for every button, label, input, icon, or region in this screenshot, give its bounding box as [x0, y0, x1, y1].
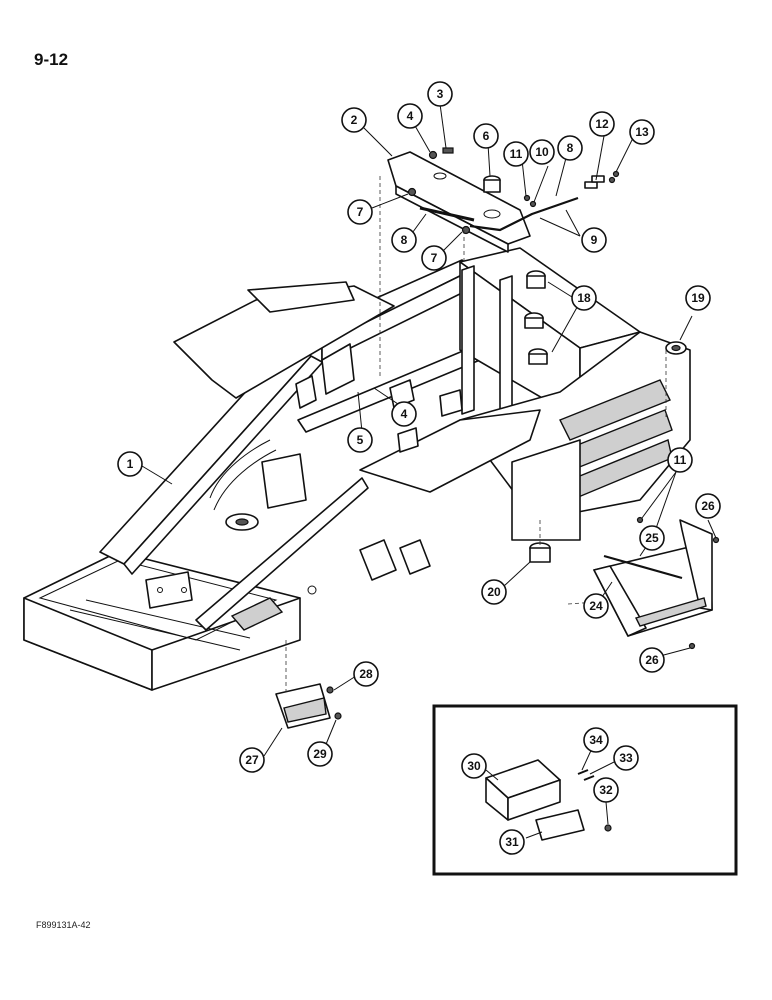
svg-text:7: 7 [357, 205, 364, 219]
callout-2: 2 [341, 107, 367, 133]
svg-text:20: 20 [487, 585, 501, 599]
callout-25: 25 [639, 525, 665, 551]
svg-text:30: 30 [467, 759, 481, 773]
figure-code: F899131A-42 [36, 920, 91, 930]
svg-text:33: 33 [619, 751, 633, 765]
callout-1: 1 [117, 451, 143, 477]
svg-text:24: 24 [589, 599, 603, 613]
callout-34: 34 [583, 727, 609, 753]
svg-text:11: 11 [674, 453, 687, 467]
svg-text:11: 11 [510, 147, 523, 161]
svg-text:10: 10 [535, 145, 549, 159]
callout-8-left: 8 [391, 227, 417, 253]
callout-13: 13 [629, 119, 655, 145]
callout-26-upper: 26 [695, 493, 721, 519]
callout-7-lower: 7 [421, 245, 447, 271]
callout-30: 30 [461, 753, 487, 779]
callout-3: 3 [427, 81, 453, 107]
svg-text:8: 8 [567, 141, 574, 155]
svg-text:1: 1 [127, 457, 134, 471]
callout-31: 31 [499, 829, 525, 855]
svg-text:32: 32 [599, 783, 613, 797]
svg-text:4: 4 [407, 109, 414, 123]
callout-24: 24 [583, 593, 609, 619]
svg-text:9: 9 [591, 233, 598, 247]
callout-12: 12 [589, 111, 615, 137]
callout-32: 32 [593, 777, 619, 803]
callout-33: 33 [613, 745, 639, 771]
svg-text:5: 5 [357, 433, 364, 447]
svg-text:4: 4 [401, 407, 408, 421]
callout-10: 10 [529, 139, 555, 165]
callout-7-upper: 7 [347, 199, 373, 225]
upper-support-bracket [387, 147, 620, 253]
callout-6: 6 [473, 123, 499, 149]
svg-text:3: 3 [437, 87, 444, 101]
left-step-assembly [275, 683, 342, 729]
callout-8-right: 8 [557, 135, 583, 161]
svg-text:31: 31 [505, 835, 519, 849]
leader-lines [141, 103, 717, 839]
svg-text:26: 26 [645, 653, 659, 667]
callout-4-lower: 4 [391, 401, 417, 427]
callout-29: 29 [307, 741, 333, 767]
callout-28: 28 [353, 661, 379, 687]
callout-5: 5 [347, 427, 373, 453]
callout-19: 19 [685, 285, 711, 311]
callout-11-upper: 11 [503, 141, 529, 167]
right-step-assembly [593, 516, 720, 650]
svg-text:34: 34 [589, 733, 603, 747]
svg-text:12: 12 [595, 117, 609, 131]
svg-text:25: 25 [645, 531, 659, 545]
svg-text:8: 8 [401, 233, 408, 247]
callout-4-upper: 4 [397, 103, 423, 129]
svg-text:19: 19 [691, 291, 705, 305]
svg-text:26: 26 [701, 499, 715, 513]
svg-text:28: 28 [359, 667, 373, 681]
callout-18: 18 [571, 285, 597, 311]
callout-9: 9 [581, 227, 607, 253]
page-number: 9-12 [34, 50, 69, 69]
svg-text:2: 2 [351, 113, 358, 127]
svg-text:13: 13 [635, 125, 649, 139]
svg-text:7: 7 [431, 251, 438, 265]
inset-detail-box [432, 704, 738, 876]
isolator-mounts [529, 341, 687, 563]
callouts: 1 2 3 4 4 5 6 7 7 8 8 9 10 11 11 12 13 1… [117, 81, 721, 855]
svg-text:27: 27 [245, 753, 259, 767]
callout-27: 27 [239, 747, 265, 773]
callout-20: 20 [481, 579, 507, 605]
svg-text:6: 6 [483, 129, 490, 143]
callout-11-right: 11 [667, 447, 693, 473]
svg-text:18: 18 [577, 291, 591, 305]
svg-text:29: 29 [313, 747, 327, 761]
callout-26-lower: 26 [639, 647, 665, 673]
main-frame [23, 247, 691, 691]
